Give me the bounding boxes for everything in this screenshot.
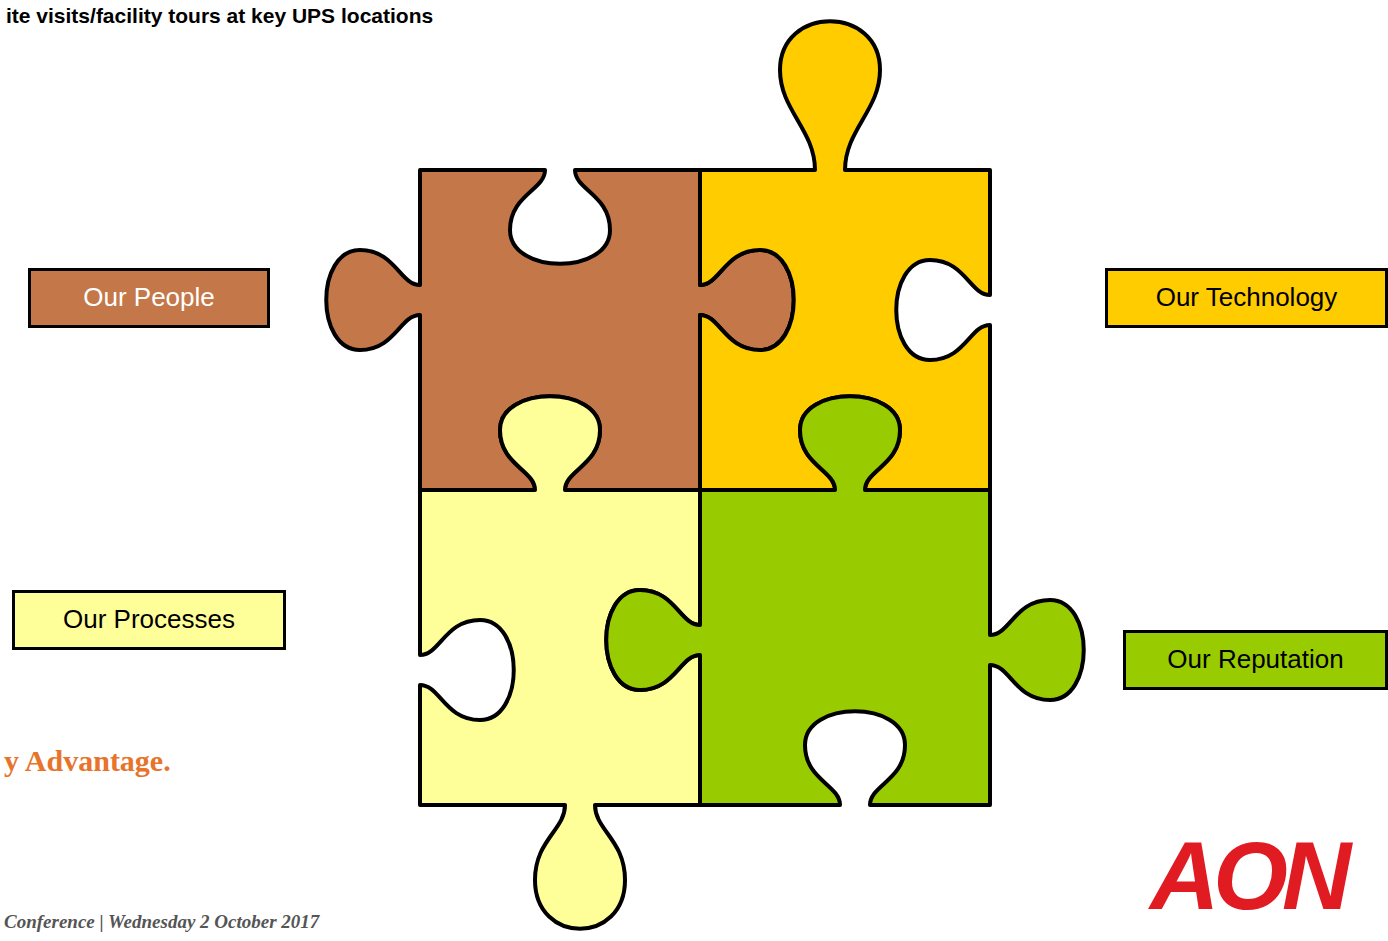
slide-title: ite visits/facility tours at key UPS loc… (6, 4, 433, 27)
puzzle-piece-green (606, 396, 1084, 805)
box-label: Our Technology (1156, 283, 1338, 313)
box-label: Our Reputation (1167, 645, 1343, 675)
box-label: Our People (83, 283, 215, 313)
box-label: Our Processes (63, 605, 235, 635)
footer-tagline: y Advantage. (4, 744, 171, 777)
footer-event-date: Conference | Wednesday 2 October 2017 (4, 912, 319, 933)
label-box-processes: Our Processes (12, 590, 286, 650)
label-box-people: Our People (28, 268, 270, 328)
label-box-reputation: Our Reputation (1123, 630, 1388, 690)
label-box-technology: Our Technology (1105, 268, 1388, 328)
company-logo: AON (1150, 828, 1345, 924)
